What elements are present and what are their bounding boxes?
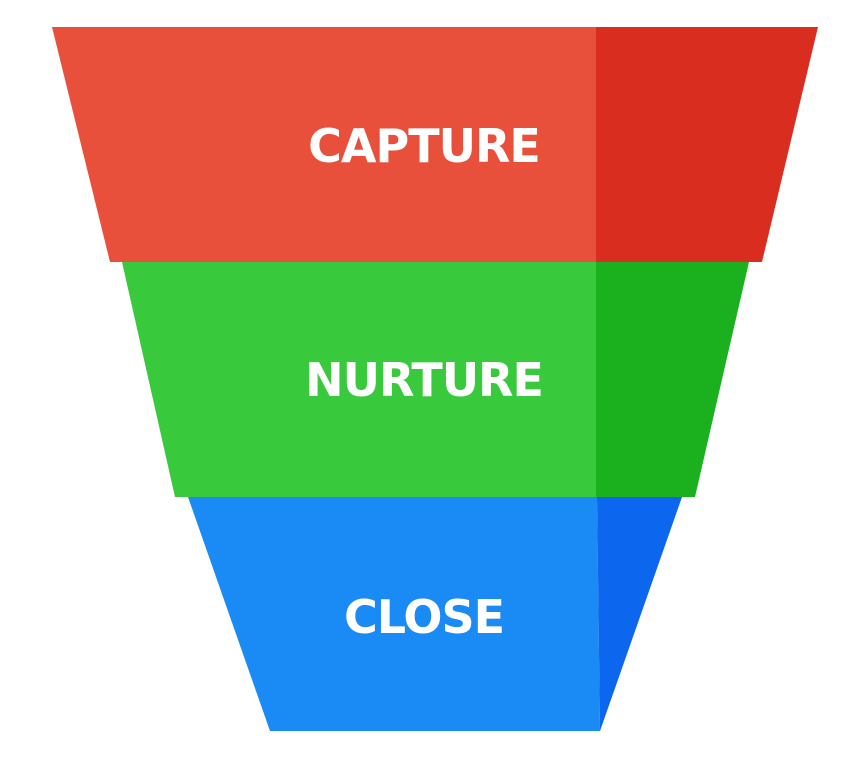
stage-shade	[597, 497, 682, 731]
stage-shade	[596, 27, 818, 262]
funnel-stage-capture: CAPTURE	[52, 27, 818, 262]
stage-shade	[596, 262, 749, 497]
stage-label: CLOSE	[344, 590, 504, 644]
funnel-stage-close: CLOSE	[188, 497, 682, 731]
stage-face	[188, 497, 600, 731]
funnel-stage-nurture: NURTURE	[122, 262, 749, 497]
stage-label: NURTURE	[305, 353, 543, 407]
stage-face	[52, 27, 596, 262]
stage-face	[122, 262, 596, 497]
stage-label: CAPTURE	[308, 119, 540, 173]
